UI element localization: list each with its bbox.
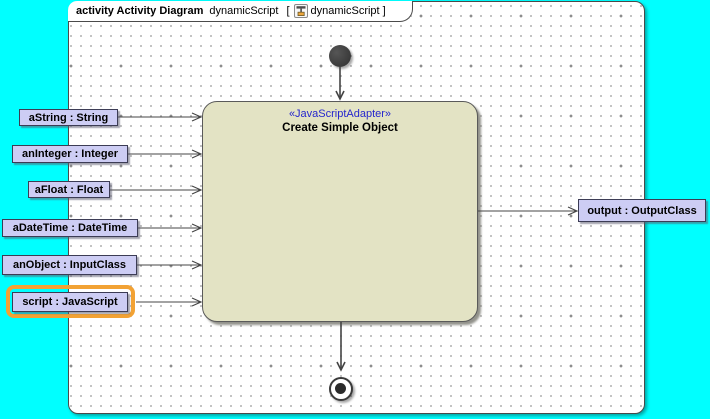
input-pin-script[interactable]: script : JavaScript [12,292,128,312]
frame-open-bracket: [ [286,4,290,17]
input-pin-astring[interactable]: aString : String [19,109,118,126]
output-pin-output[interactable]: output : OutputClass [578,199,706,222]
input-pin-anobject[interactable]: anObject : InputClass [2,255,137,275]
frame-close-bracket: ] [382,4,386,17]
action-node-create-simple-object[interactable]: «JavaScriptAdapter» Create Simple Object [202,101,478,322]
activity-final-node-core [335,383,346,394]
activity-final-node[interactable] [329,377,353,401]
frame-header-tab[interactable]: activity Activity Diagram dynamicScript … [68,1,413,22]
selection-highlight-ring [6,285,135,318]
frame-context-name: dynamicScript [310,4,380,17]
action-name: Create Simple Object [282,122,398,134]
input-pin-adatetime[interactable]: aDateTime : DateTime [2,219,138,237]
initial-node[interactable] [329,45,351,67]
action-stereotype: «JavaScriptAdapter» [288,108,392,120]
input-pin-aninteger[interactable]: anInteger : Integer [12,145,128,163]
frame-kind-label: activity Activity Diagram [76,4,204,17]
input-pin-afloat[interactable]: aFloat : Float [28,181,110,198]
activity-diagram-icon [293,3,308,18]
frame-diagram-name: dynamicScript [209,4,279,17]
